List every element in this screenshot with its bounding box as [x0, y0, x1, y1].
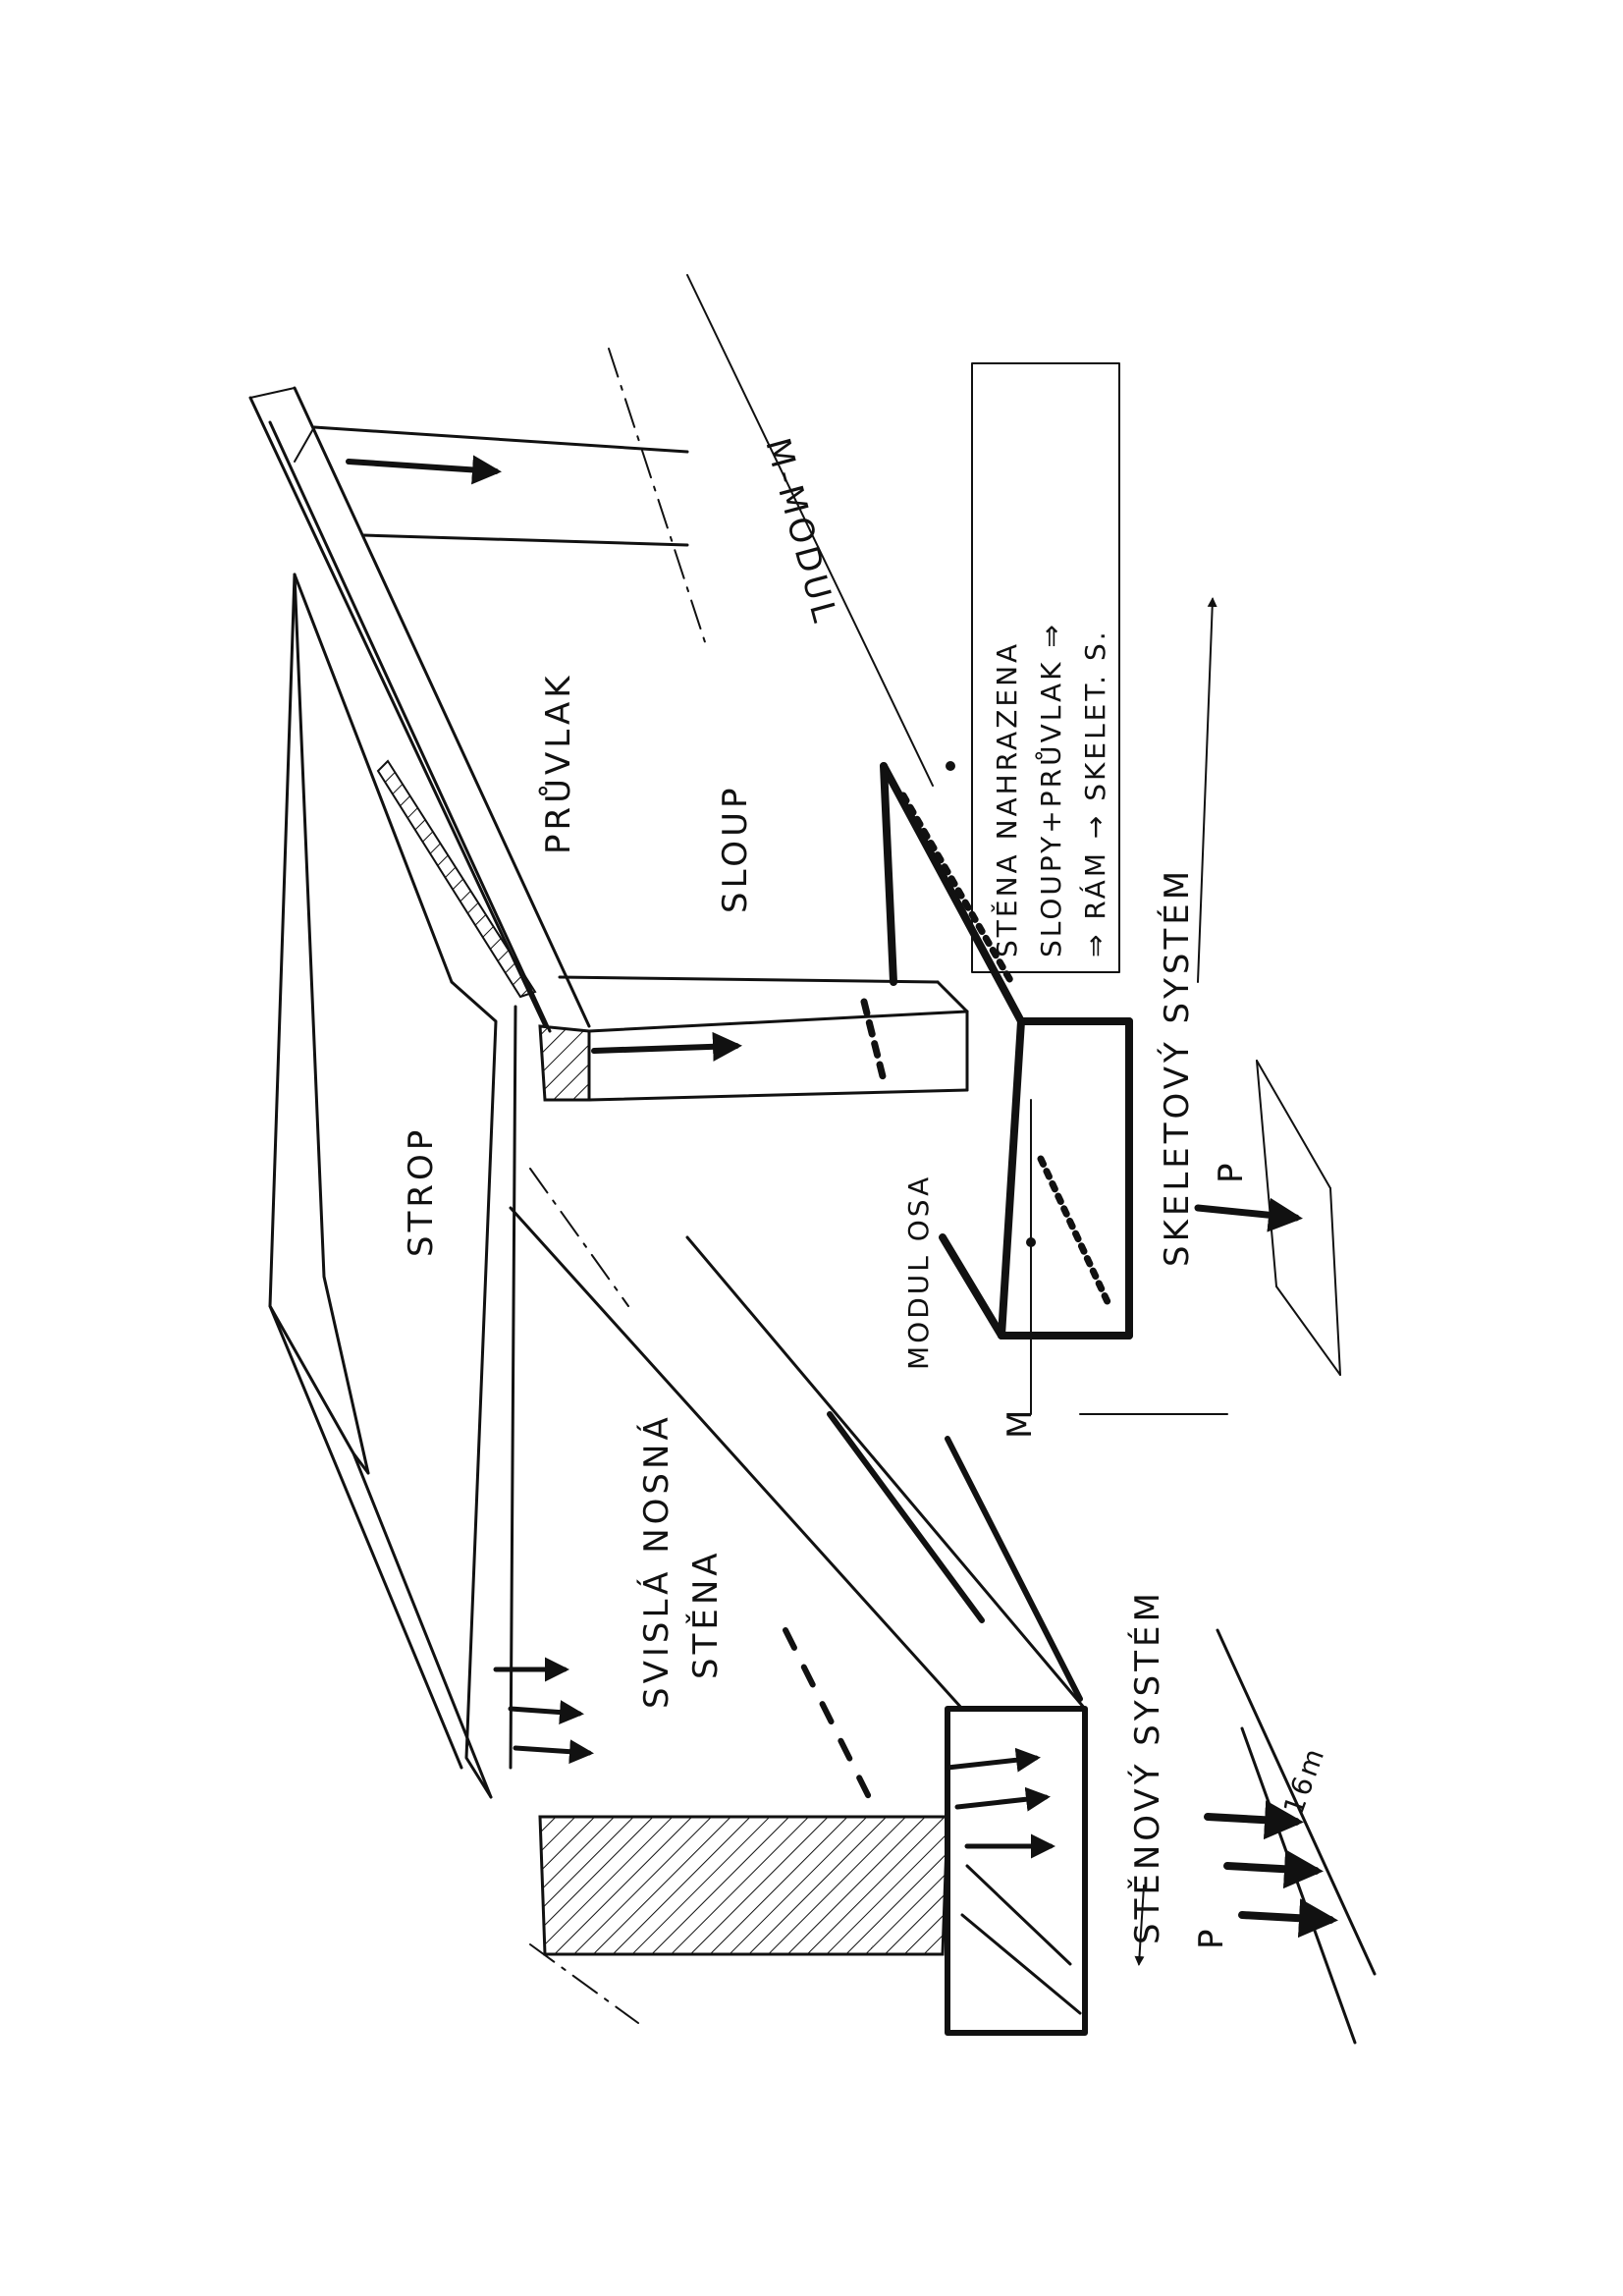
label-m-modul: M-MODUL [757, 434, 844, 629]
label-p-right: P [1212, 1159, 1251, 1183]
label-stena: STĚNA [685, 1549, 726, 1679]
note-line-1: STĚNA NAHRAZENA [990, 641, 1023, 957]
bearing-wall [493, 1206, 1088, 2036]
stena-label: STĚNA [685, 1549, 726, 1679]
module-axis-lines [529, 274, 934, 2024]
pruvlak-label: PRŮVLAK [538, 672, 578, 854]
sloup-label: SLOUP [716, 785, 755, 913]
svisla-nosna-label: SVISLÁ NOSNÁ [636, 1413, 676, 1709]
label-note-3: ⇒ RÁM → SKELET. S. [1078, 629, 1111, 957]
label-stenovy-system: STĚNOVÝ SYSTÉM [1127, 1589, 1167, 1944]
label-modul-osa: MODUL OSA [902, 1175, 935, 1370]
strop-label: STROP [402, 1126, 441, 1257]
label-sloup: SLOUP [716, 785, 755, 913]
note-line-3: ⇒ RÁM → SKELET. S. [1078, 629, 1111, 957]
note-line-2: SLOUPY+PRŮVLAK ⇒ [1034, 622, 1067, 957]
label-note-2: SLOUPY+PRŮVLAK ⇒ [1034, 622, 1067, 957]
m-modul-label: M-MODUL [757, 434, 844, 629]
m-label: M [1001, 1406, 1040, 1439]
skeletovy-system-label: SKELETOVÝ SYSTÉM [1157, 867, 1197, 1267]
note-box [971, 362, 1120, 973]
p-left-label: P [1192, 1925, 1231, 1949]
modul-osa-label: MODUL OSA [902, 1175, 935, 1370]
label-svisla-nosna: SVISLÁ NOSNÁ [636, 1413, 676, 1709]
end-column [294, 425, 689, 547]
label-skeletovy-system: SKELETOVÝ SYSTÉM [1157, 867, 1197, 1267]
load-diagram-right [1030, 597, 1341, 1415]
beam [248, 386, 591, 1033]
ceiling-slab [268, 573, 517, 1799]
stenovy-system-label: STĚNOVÝ SYSTÉM [1127, 1589, 1167, 1944]
column [538, 975, 969, 1102]
label-pruvlak: PRŮVLAK [538, 672, 578, 854]
label-m: M [1001, 1406, 1040, 1439]
label-p-left: P [1192, 1925, 1231, 1949]
p-right-label: P [1212, 1159, 1251, 1183]
label-strop: STROP [402, 1126, 441, 1257]
load-diagram-left [1134, 1628, 1377, 2045]
label-note-1: STĚNA NAHRAZENA [990, 641, 1023, 957]
